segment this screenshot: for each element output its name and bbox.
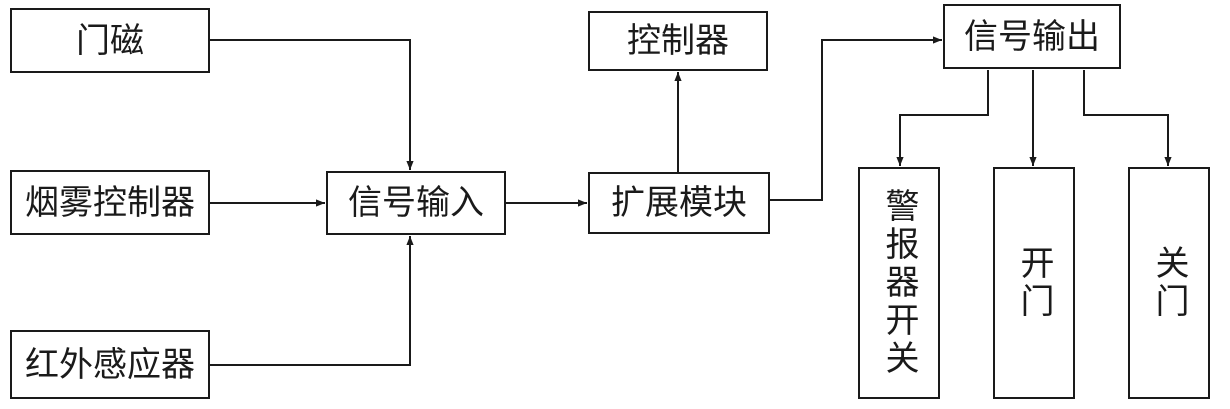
- node-signal-output: 信号输出: [943, 4, 1121, 69]
- node-yanwu: 烟雾控制器: [10, 170, 210, 235]
- node-controller-label: 控制器: [627, 21, 729, 61]
- node-open-door: 开门: [993, 167, 1075, 399]
- edge-kuozhan-to-output: [770, 36, 942, 201]
- node-signal-input-label: 信号输入: [348, 183, 484, 223]
- edge-menci-to-input: [210, 39, 414, 170]
- node-controller: 控制器: [588, 11, 768, 71]
- node-signal-output-label: 信号输出: [964, 16, 1100, 57]
- node-close-door: 关门: [1128, 167, 1210, 399]
- node-hongwai: 红外感应器: [10, 330, 210, 399]
- node-close-door-label: 关门: [1149, 245, 1189, 321]
- node-expansion-module: 扩展模块: [588, 172, 770, 234]
- node-hongwai-label: 红外感应器: [25, 344, 195, 385]
- node-alarm-switch: 警报器开关: [858, 167, 940, 399]
- edge-output-to-close: [1083, 70, 1172, 166]
- node-expansion-module-label: 扩展模块: [611, 183, 747, 223]
- edge-output-to-alarm: [896, 70, 989, 166]
- node-menci-label: 门磁: [76, 20, 144, 61]
- node-open-door-label: 开门: [1014, 245, 1054, 321]
- node-signal-input: 信号输入: [326, 171, 506, 235]
- node-menci: 门磁: [10, 8, 210, 73]
- node-yanwu-label: 烟雾控制器: [25, 182, 195, 223]
- edge-hongwai-to-input: [210, 236, 414, 366]
- node-alarm-switch-label: 警报器开关: [879, 188, 919, 378]
